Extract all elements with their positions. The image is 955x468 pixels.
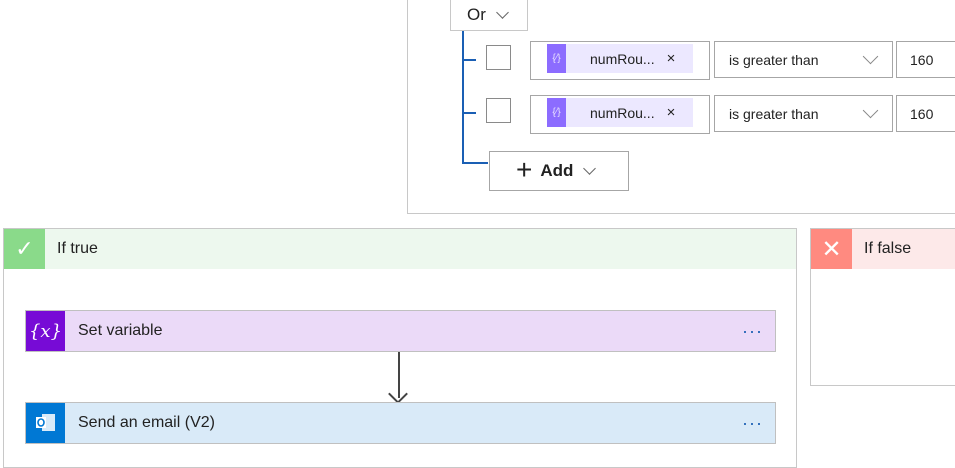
operator-label: is greater than [729, 51, 819, 68]
add-label: Add [540, 161, 574, 180]
variable-icon: {⁄} [547, 44, 566, 73]
outlook-icon [26, 403, 65, 443]
if-true-header[interactable]: ✓ If true [4, 229, 796, 269]
if-false-header[interactable]: ✕ If false [811, 229, 955, 269]
more-options-icon[interactable]: ··· [742, 413, 763, 433]
plus-icon: + [516, 153, 533, 185]
token-label: numRou... [590, 50, 655, 67]
chevron-down-icon [862, 102, 879, 119]
check-icon: ✓ [4, 229, 45, 269]
condition-value-input[interactable]: 160 [896, 95, 955, 132]
tree-tick [462, 112, 476, 114]
action-title: Send an email (V2) [78, 414, 215, 431]
operator-label: is greater than [729, 105, 819, 122]
variable-icon: {⁄} [547, 98, 566, 127]
action-title: Set variable [78, 322, 163, 339]
condition-value-input[interactable]: 160 [896, 41, 955, 78]
value-text: 160 [910, 51, 934, 68]
dynamic-token: {⁄} numRou... × [547, 98, 693, 127]
tree-tick [462, 162, 488, 164]
chevron-down-icon [862, 48, 879, 65]
condition-card [407, 0, 955, 214]
row-checkbox[interactable] [486, 45, 511, 70]
dynamic-token: {⁄} numRou... × [547, 44, 693, 73]
close-icon: ✕ [811, 229, 852, 269]
value-text: 160 [910, 105, 934, 122]
set-variable-icon: {x} [26, 311, 65, 351]
token-label: numRou... [590, 104, 655, 121]
operator-dropdown[interactable]: is greater than [714, 95, 893, 132]
condition-left-field[interactable]: {⁄} numRou... × [530, 95, 710, 134]
connector-arrow [398, 352, 400, 398]
or-label: Or [467, 4, 486, 24]
if-false-branch: ✕ If false [810, 228, 955, 386]
chevron-down-icon [496, 5, 509, 19]
add-condition-button[interactable]: + Add [489, 151, 629, 191]
set-variable-action[interactable]: {x} Set variable ··· [25, 310, 776, 352]
send-email-action[interactable]: Send an email (V2) ··· [25, 402, 776, 444]
if-true-branch: ✓ If true [3, 228, 797, 468]
row-checkbox[interactable] [486, 98, 511, 123]
tree-tick [462, 59, 476, 61]
if-false-label: If false [864, 240, 912, 257]
condition-left-field[interactable]: {⁄} numRou... × [530, 41, 710, 80]
chevron-down-icon [583, 162, 597, 175]
operator-dropdown[interactable]: is greater than [714, 41, 893, 78]
more-options-icon[interactable]: ··· [742, 321, 763, 341]
tree-line [462, 31, 464, 164]
remove-token-icon[interactable]: × [666, 50, 676, 67]
remove-token-icon[interactable]: × [666, 104, 676, 121]
or-group-dropdown[interactable]: Or [450, 0, 528, 31]
if-true-label: If true [57, 240, 98, 257]
